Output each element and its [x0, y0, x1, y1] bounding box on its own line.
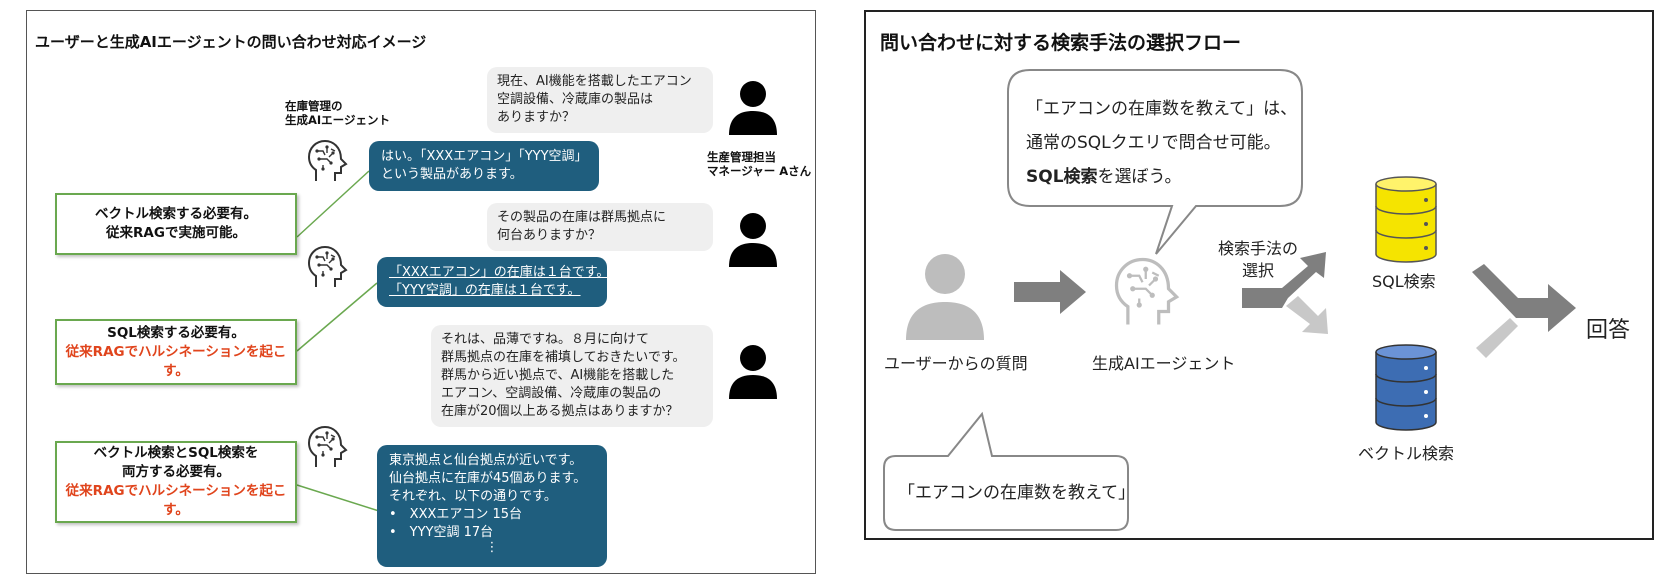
sql-search-label: SQL検索	[1372, 272, 1436, 291]
flow-diagram-panel: 問い合わせに対する検索手法の選択フロー 「エアコンの在庫数を教えて」は、 通常の…	[864, 10, 1654, 540]
ai-head-icon	[307, 245, 348, 287]
agent-answer-bubble: 「XXXエアコン」の在庫は１台です。 「YYY空調」の在庫は１台です。	[377, 257, 609, 307]
ai-head-icon	[307, 425, 348, 467]
chat-image-panel: ユーザーと生成AIエージェントの問い合わせ対応イメージ 在庫管理の 生成AIエー…	[26, 10, 816, 574]
user-question-bubble: 現在、AI機能を搭載したエアコン 空調設備、冷蔵庫の製品は ありますか？	[487, 67, 713, 133]
person-icon	[729, 345, 777, 399]
thought-bubble-text: 「エアコンの在庫数を教えて」は、 通常のSQLクエリで問合せ可能。 SQL検索を…	[1026, 99, 1298, 187]
question-bubble-shape	[883, 411, 1129, 531]
thought-bubble-shape	[1007, 69, 1303, 255]
ai-agent-label: 生成AIエージェント	[1092, 354, 1236, 373]
ai-head-icon	[307, 139, 348, 181]
panel-title: 問い合わせに対する検索手法の選択フロー	[880, 32, 1242, 54]
person-icon	[729, 213, 777, 267]
ai-agent-icon	[1114, 257, 1180, 325]
vector-search-label: ベクトル検索	[1358, 444, 1455, 463]
user-question-bubble: それは、品薄ですね。８月に向けて 群馬拠点の在庫を補填しておきたいです。 群馬か…	[431, 325, 713, 427]
note-callout: ベクトル検索とSQL検索を 両方する必要有。 従来RAGでハルシネーションを起こ…	[55, 441, 297, 523]
sql-database-icon	[1375, 176, 1437, 263]
connector-lines	[296, 170, 380, 512]
agent-answer-bubble: はい。「XXXエアコン」「YYY空調」 という製品があります。	[369, 141, 599, 191]
split-arrow	[1242, 252, 1328, 334]
vector-database-icon	[1375, 344, 1437, 431]
flow-arrow	[1014, 270, 1086, 314]
answer-label: 回答	[1586, 318, 1631, 343]
agent-answer-bubble: 東京拠点と仙台拠点が近いです。 仙台拠点に在庫が45個あります。 それぞれ、以下…	[377, 445, 607, 567]
choice-label: 検索手法の 選択	[1218, 239, 1299, 280]
question-bubble-text: 「エアコンの在庫数を教えて」	[898, 483, 1136, 503]
user-question-bubble: その製品の在庫は群馬拠点に 何台ありますか？	[487, 203, 713, 251]
note-callout: SQL検索する必要有。 従来RAGでハルシネーションを起こす。	[55, 319, 297, 385]
person-icon	[729, 81, 777, 135]
note-callout: ベクトル検索する必要有。 従来RAGで実施可能。	[55, 193, 297, 255]
agent-label: 在庫管理の 生成AIエージェント	[285, 99, 390, 127]
merge-arrow	[1472, 264, 1576, 358]
user-icon	[906, 254, 984, 340]
user-label: 生産管理担当 マネージャー Aさん	[707, 150, 812, 178]
user-question-label: ユーザーからの質問	[884, 354, 1028, 373]
panel-title: ユーザーと生成AIエージェントの問い合わせ対応イメージ	[35, 33, 427, 51]
